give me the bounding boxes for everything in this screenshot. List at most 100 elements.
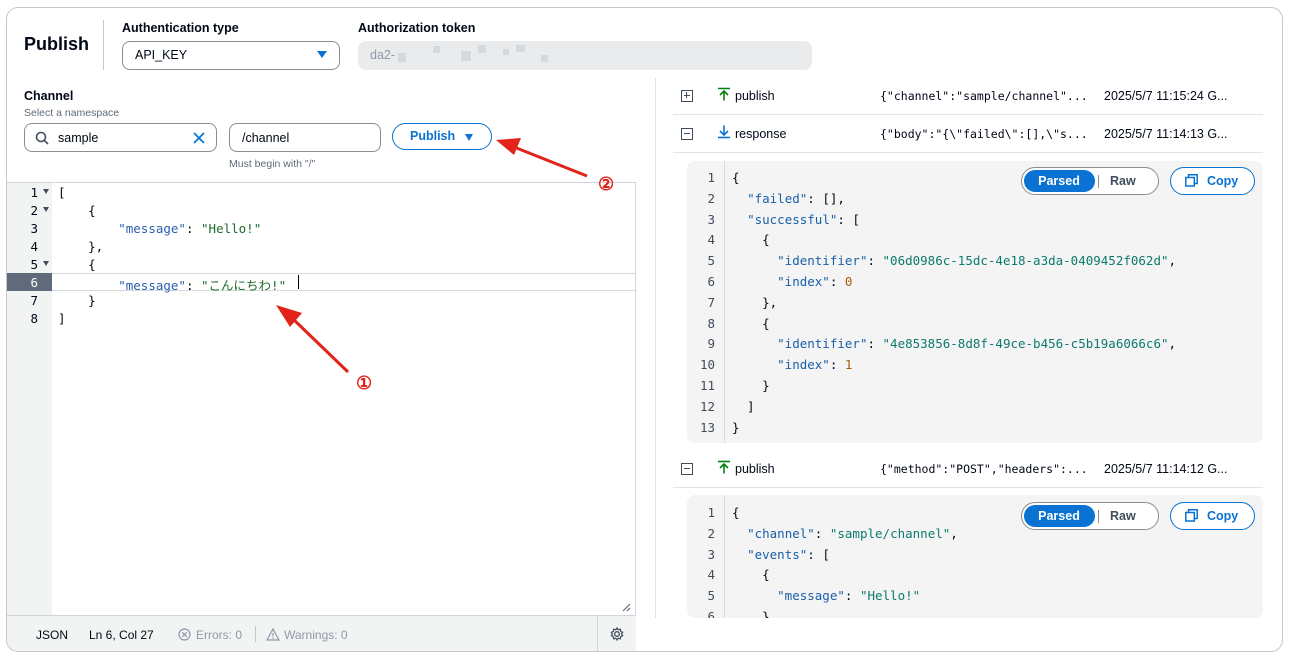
code-token: , [1168, 336, 1177, 352]
upload-arrow-icon [718, 87, 730, 101]
publish-code-view: Parsed Raw Copy 1{2 "channel": "sample/c… [687, 495, 1263, 618]
view-toggle[interactable]: Parsed Raw [1021, 502, 1159, 530]
code-gutter-separator [724, 495, 725, 618]
toggle-divider [1098, 175, 1099, 188]
event-timestamp: 2025/5/7 11:14:12 G... [1104, 462, 1228, 476]
search-icon [35, 131, 49, 145]
raw-toggle[interactable]: Raw [1110, 173, 1136, 188]
code-line: "events": [ [732, 547, 830, 562]
line-number: 2 [707, 525, 715, 541]
path-hint: Must begin with "/" [229, 158, 316, 170]
active-line-highlight [52, 273, 635, 291]
line-number: 9 [707, 336, 715, 352]
error-icon [178, 628, 191, 641]
json-key: "message" [118, 221, 186, 236]
publish-button[interactable]: Publish [392, 123, 492, 150]
line-number: 1 [707, 170, 715, 185]
json-key: "message" [118, 278, 186, 293]
line-number: 2 [707, 190, 715, 206]
code-token: ] [732, 398, 755, 414]
code-token: 0 [844, 274, 853, 289]
code-token: , [1168, 253, 1177, 269]
line-number-text: 4 [30, 239, 38, 254]
parsed-toggle[interactable]: Parsed [1023, 169, 1095, 192]
upload-arrow-icon [718, 460, 730, 474]
redaction-block [503, 49, 509, 55]
channel-path-input[interactable]: /channel [229, 123, 381, 152]
collapse-icon[interactable] [681, 128, 693, 140]
collapse-icon[interactable] [681, 463, 693, 475]
annotation-arrow-one [276, 305, 350, 374]
editor-status-bar: JSON Ln 6, Col 27 Errors: 0 Warnings: 0 [7, 615, 636, 651]
code-token: { [732, 232, 770, 248]
auth-type-select[interactable]: API_KEY [122, 41, 340, 70]
redaction-block [478, 45, 486, 53]
line-number: 5 [707, 253, 715, 269]
parsed-toggle[interactable]: Parsed [1023, 504, 1095, 527]
annotation-label-one: ① [356, 373, 373, 393]
expand-icon[interactable] [681, 90, 693, 102]
event-direction: publish [735, 462, 775, 476]
cursor-position: Ln 6, Col 27 [89, 628, 154, 642]
copy-icon [1185, 509, 1198, 522]
fold-arrow-icon[interactable] [43, 189, 49, 194]
gear-icon[interactable] [610, 627, 624, 641]
warning-icon [266, 628, 280, 641]
event-row[interactable]: response{"body":"{\"failed\":[],\"s...20… [673, 116, 1263, 153]
code-line: "channel": "sample/channel", [732, 526, 958, 541]
code-line: }, [732, 609, 777, 618]
code-token: }, [732, 609, 778, 618]
code-token: : [ [837, 211, 860, 227]
code-token: "message" [777, 588, 845, 604]
line-number: 4 [707, 567, 715, 583]
code-token: "index" [777, 357, 830, 373]
fold-arrow-icon[interactable] [43, 207, 49, 212]
code-line: }, [58, 239, 104, 254]
code-line: } [732, 378, 770, 393]
annotation-arrow-two [496, 138, 588, 178]
raw-toggle[interactable]: Raw [1110, 508, 1136, 523]
code-line: { [732, 170, 740, 185]
publish-button-label: Publish [410, 129, 456, 143]
code-line: } [732, 420, 740, 435]
text-cursor [298, 275, 299, 289]
code-line: { [58, 257, 96, 272]
redaction-block [516, 45, 525, 52]
response-code-view: Parsed Raw Copy 1{2 "failed": [],3 "succ… [687, 161, 1263, 443]
clear-icon[interactable] [192, 131, 206, 145]
code-token: : [844, 588, 860, 604]
code-token: : [867, 336, 883, 352]
copy-button[interactable]: Copy [1170, 167, 1255, 195]
line-number: 4 [707, 232, 715, 248]
code-token: : [829, 274, 845, 289]
line-number-text: 1 [30, 185, 38, 200]
code-token: "channel" [747, 525, 815, 541]
event-payload-preview: {"channel":"sample/channel"... [880, 89, 1088, 103]
redaction-block [461, 51, 471, 61]
warnings-count[interactable]: Warnings: 0 [284, 628, 348, 642]
view-toggle[interactable]: Parsed Raw [1021, 167, 1159, 195]
event-payload-preview: {"method":"POST","headers":... [880, 462, 1088, 476]
line-number: 4 [7, 237, 52, 255]
line-number: 3 [707, 211, 715, 227]
event-timestamp: 2025/5/7 11:15:24 G... [1104, 89, 1228, 103]
errors-count[interactable]: Errors: 0 [196, 628, 243, 642]
fold-arrow-icon[interactable] [43, 261, 49, 266]
code-token: } [732, 378, 770, 393]
copy-button[interactable]: Copy [1170, 502, 1255, 530]
code-line: "identifier": "4e853856-8d8f-49ce-b456-c… [732, 336, 1176, 351]
code-line: { [732, 567, 770, 582]
caret-down-icon [317, 51, 327, 58]
code-gutter-separator [724, 161, 725, 443]
event-row[interactable]: publish{"channel":"sample/channel"...202… [673, 78, 1263, 115]
line-number: 6 [7, 273, 52, 291]
code-token: { [732, 315, 770, 331]
json-string-value: "Hello!" [201, 221, 262, 236]
code-line: { [732, 232, 770, 247]
namespace-input[interactable]: sample [24, 123, 217, 152]
event-row[interactable]: publish {"method":"POST","headers":... 202… [673, 451, 1263, 488]
code-line: "index": 0 [732, 274, 852, 289]
resize-handle-icon[interactable] [621, 602, 631, 612]
